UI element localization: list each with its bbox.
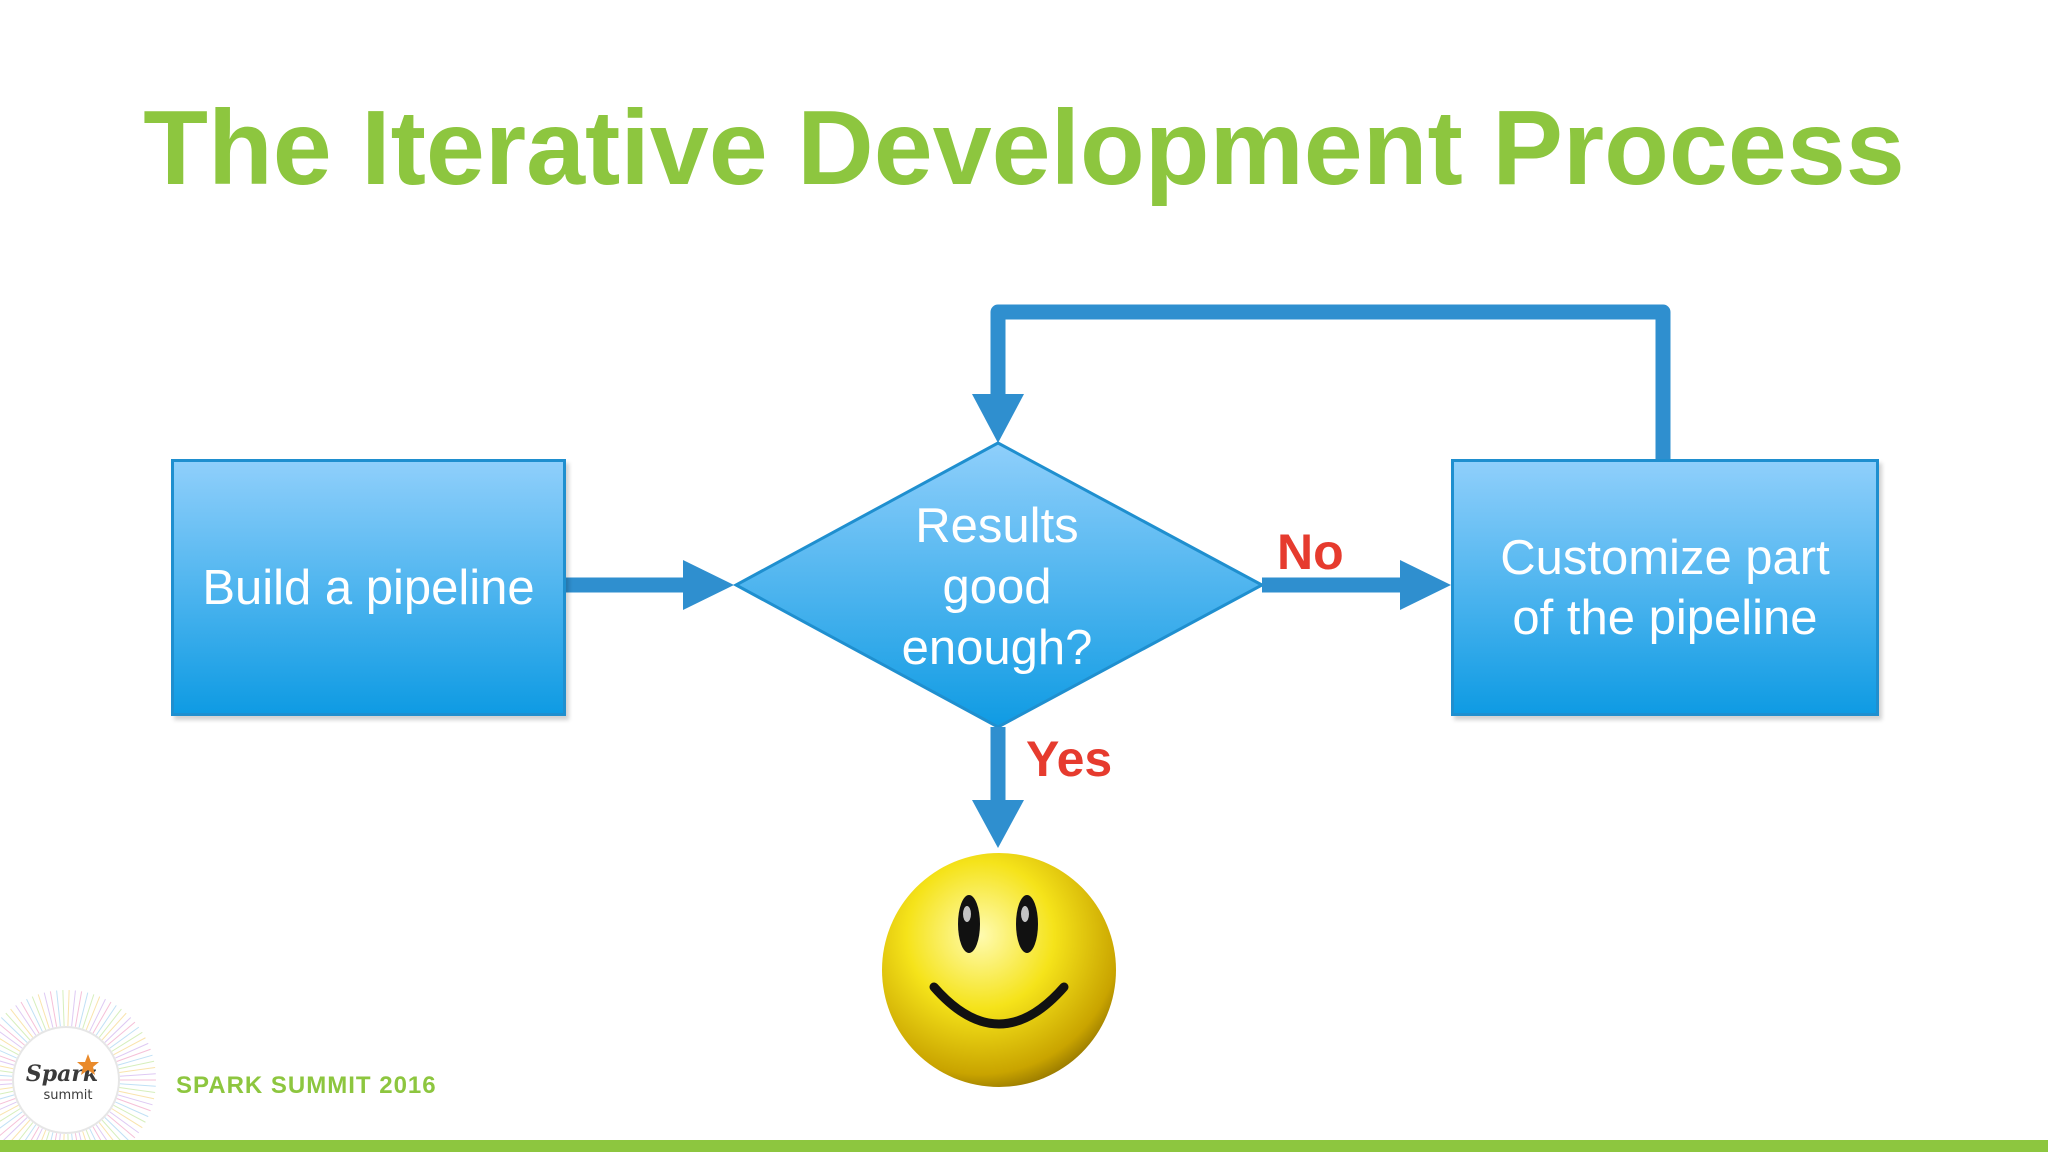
logo-ray: [0, 1090, 14, 1095]
logo-ray: [0, 1074, 13, 1077]
logo-ray: [67, 990, 70, 1027]
logo-ray: [0, 1108, 21, 1122]
logo-ray: [117, 1054, 153, 1066]
logo-ray: [26, 998, 43, 1032]
logo-ray: [111, 1108, 143, 1129]
logo-ray: [119, 1066, 156, 1073]
logo-ray: [37, 994, 50, 1029]
spark-star-icon: [77, 1054, 99, 1075]
logo-ray: [116, 1097, 151, 1112]
logo-ray: [118, 1060, 155, 1070]
logo-ray: [107, 1114, 136, 1139]
logo-ray: [119, 1087, 156, 1094]
edge-label-no: No: [1277, 524, 1344, 580]
logo-ray: [104, 1117, 132, 1143]
logo-ray: [31, 996, 47, 1031]
logo-ray: [95, 1005, 117, 1036]
logo-ray: [10, 1008, 34, 1038]
smiley-face-icon: [882, 853, 1116, 1087]
logo-ray: [115, 1042, 149, 1059]
arrow-feedback-loop: [972, 304, 1671, 459]
logo-ray: [116, 1048, 151, 1063]
logo-ray: [0, 1111, 23, 1129]
logo-ray: [0, 1055, 16, 1063]
logo-ray: [118, 1090, 155, 1100]
logo-ray: [20, 1001, 40, 1034]
logo-ray: [0, 1097, 16, 1105]
logo-ray: [0, 1031, 23, 1049]
slide-title: The Iterative Development Process: [143, 89, 1905, 207]
logo-ray: [0, 1070, 13, 1073]
box-customize-line: of the pipeline: [1512, 590, 1818, 645]
logo-ray: [5, 1012, 31, 1041]
logo-ray: [15, 1005, 37, 1036]
logo-ray: [113, 1037, 146, 1056]
decision-line: enough?: [901, 621, 1093, 675]
logo-ray: [0, 1050, 17, 1059]
logo-ray: [109, 1111, 140, 1134]
logo-ray: [85, 996, 101, 1031]
logo-ray: [74, 991, 83, 1027]
logo-ray: [0, 1083, 13, 1086]
logo-ray: [71, 990, 76, 1027]
logo-ray: [0, 1017, 28, 1043]
logo-ray: [111, 1031, 143, 1052]
logo-ray: [0, 1094, 15, 1100]
footer-event-name: SPARK SUMMIT 2016: [176, 1072, 437, 1099]
logo-ray: [104, 1017, 132, 1043]
decision-label: Results good enough?: [830, 496, 1164, 679]
logo-ray: [0, 1104, 19, 1116]
box-customize-label: Customize part of the pipeline: [1472, 528, 1858, 648]
logo-ray: [0, 1117, 28, 1143]
box-build-label: Build a pipeline: [202, 560, 535, 615]
logo-ray: [0, 1060, 15, 1066]
logo-ray: [0, 1023, 25, 1046]
logo-ray: [62, 990, 65, 1027]
arrow-no-to-customize: [1262, 560, 1451, 610]
logo-ray: [49, 991, 58, 1027]
footer-bar: [0, 1140, 2048, 1152]
logo-ray: [56, 990, 61, 1027]
logo-ray: [101, 1012, 127, 1041]
logo-ray: [107, 1021, 136, 1046]
arrow-build-to-decision: [566, 560, 734, 610]
decision-line: Results: [915, 499, 1079, 553]
decision-line: good: [942, 560, 1052, 614]
logo-ray: [0, 1044, 19, 1056]
box-customize-pipeline: Customize part of the pipeline: [1451, 459, 1879, 716]
arrow-yes-to-outcome: [972, 727, 1024, 848]
logo-ray: [0, 1114, 25, 1137]
logo-ray: [92, 1001, 112, 1034]
logo-summit-text: summit: [43, 1088, 92, 1103]
logo-ray: [82, 994, 95, 1029]
spark-summit-logo: Spark summit: [0, 990, 156, 1152]
logo-ray: [0, 1087, 13, 1090]
logo-ray: [0, 1101, 17, 1110]
box-build-pipeline: Build a pipeline: [171, 459, 566, 716]
logo-ray: [0, 1065, 14, 1070]
logo-ray: [119, 1083, 156, 1087]
logo-ray: [89, 998, 106, 1032]
logo-ray: [115, 1101, 149, 1118]
edge-label-yes: Yes: [1026, 731, 1113, 787]
box-customize-line: Customize part: [1500, 530, 1830, 585]
logo-ray: [98, 1008, 122, 1038]
logo-ray: [0, 1038, 21, 1052]
logo-ray: [117, 1094, 153, 1106]
logo-ray: [109, 1026, 140, 1049]
logo-ray: [113, 1104, 146, 1123]
logo-ray: [78, 992, 89, 1028]
logo-ray: [119, 1073, 156, 1077]
logo-ray: [43, 992, 54, 1028]
